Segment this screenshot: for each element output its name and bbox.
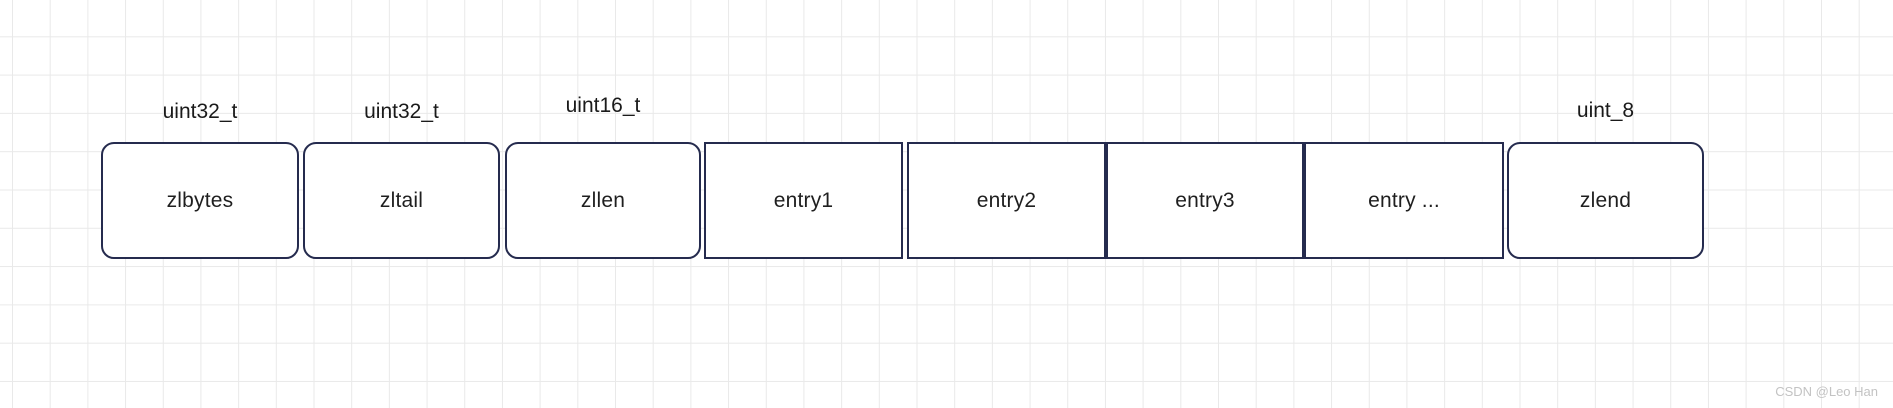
field-label-zlbytes: zlbytes — [166, 188, 234, 212]
type-label-zltail: uint32_t — [364, 100, 439, 123]
field-label-entry2: entry2 — [976, 188, 1037, 212]
field-label-zltail: zltail — [379, 188, 424, 212]
field-box-entry2: entry2 — [907, 142, 1106, 259]
field-label-entry3: entry3 — [1175, 188, 1235, 212]
field-box-zllen: zllen — [505, 142, 701, 259]
field-box-entry3: entry3 — [1106, 142, 1304, 259]
type-label-zlend: uint_8 — [1576, 99, 1635, 122]
field-box-entry-more: entry ... — [1304, 142, 1504, 259]
field-label-entry-more: entry ... — [1368, 188, 1440, 212]
watermark-text: CSDN @Leo Han — [1775, 384, 1878, 399]
field-box-entry1: entry1 — [704, 142, 903, 259]
type-label-zllen: uint16_t — [565, 94, 641, 117]
field-label-entry1: entry1 — [773, 188, 834, 212]
field-box-zlend: zlend — [1507, 142, 1704, 259]
field-label-zllen: zllen — [580, 188, 626, 212]
field-box-zlbytes: zlbytes — [101, 142, 299, 259]
type-label-zlbytes: uint32_t — [162, 100, 238, 123]
field-box-zltail: zltail — [303, 142, 500, 259]
field-label-zlend: zlend — [1579, 188, 1632, 212]
